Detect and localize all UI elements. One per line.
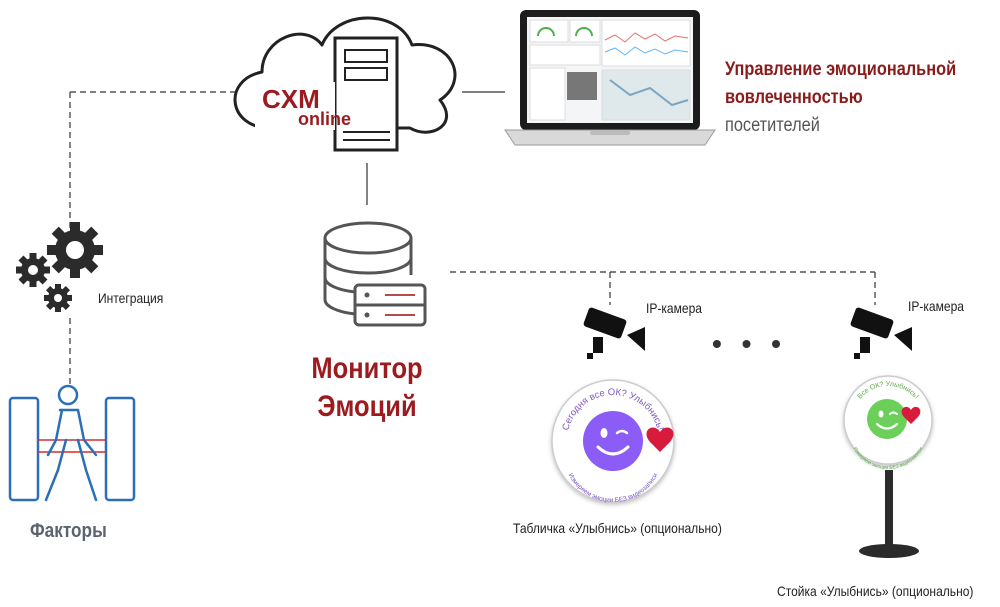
ellipsis: • • • (712, 328, 787, 359)
logo-sub-text: online (298, 109, 351, 129)
sign-caption: Табличка «Улыбнись» (опционально) (513, 520, 722, 536)
smile-sign-purple: Сегодня все ОК? Улыбнись! Измеряем эмоци… (551, 379, 675, 504)
ip-camera-icon (583, 307, 645, 359)
header-title-line1: Управление эмоциональной (725, 59, 957, 80)
factors-label: Факторы (30, 520, 107, 542)
laptop-icon (504, 10, 716, 146)
logo-main-text: CXM (262, 84, 320, 114)
monitor-title-line1: Монитор (311, 352, 423, 385)
stand-base (859, 544, 919, 558)
heart-icon (646, 427, 674, 452)
monitor-title: Монитор Эмоций (303, 350, 431, 426)
header-title-line2-bold: вовлеченностью (725, 87, 863, 108)
ip-camera-icon (850, 307, 912, 359)
heart-icon (901, 406, 921, 424)
camera2-label: IP-камера (908, 298, 964, 314)
monitor-title-line2: Эмоций (317, 390, 417, 423)
header-title: Управление эмоциональной вовлеченностью … (725, 56, 962, 140)
connector-lines (69, 91, 876, 385)
header-title-line2-rest: посетителей (725, 115, 820, 136)
gears-icon (16, 222, 103, 312)
integration-label: Интеграция (98, 290, 164, 306)
server-icon (333, 36, 399, 152)
smile-stand-green: Все ОК? Улыбнись! Измеряем эмоции БЕЗ ви… (843, 375, 933, 558)
cxm-logo: CXM online (255, 82, 351, 130)
person-walking-icon (44, 384, 98, 502)
turnstile-icon (8, 396, 136, 502)
database-icon (323, 221, 413, 316)
smiley-face-icon (583, 411, 643, 471)
camera1-label: IP-камера (646, 300, 702, 316)
header-title-line2: вовлеченностью посетителей (725, 84, 962, 140)
smiley-face-icon (867, 399, 907, 439)
stand-caption: Стойка «Улыбнись» (опционально) (777, 583, 974, 599)
stand-pole (885, 470, 893, 550)
server-rack-icon (353, 283, 427, 327)
